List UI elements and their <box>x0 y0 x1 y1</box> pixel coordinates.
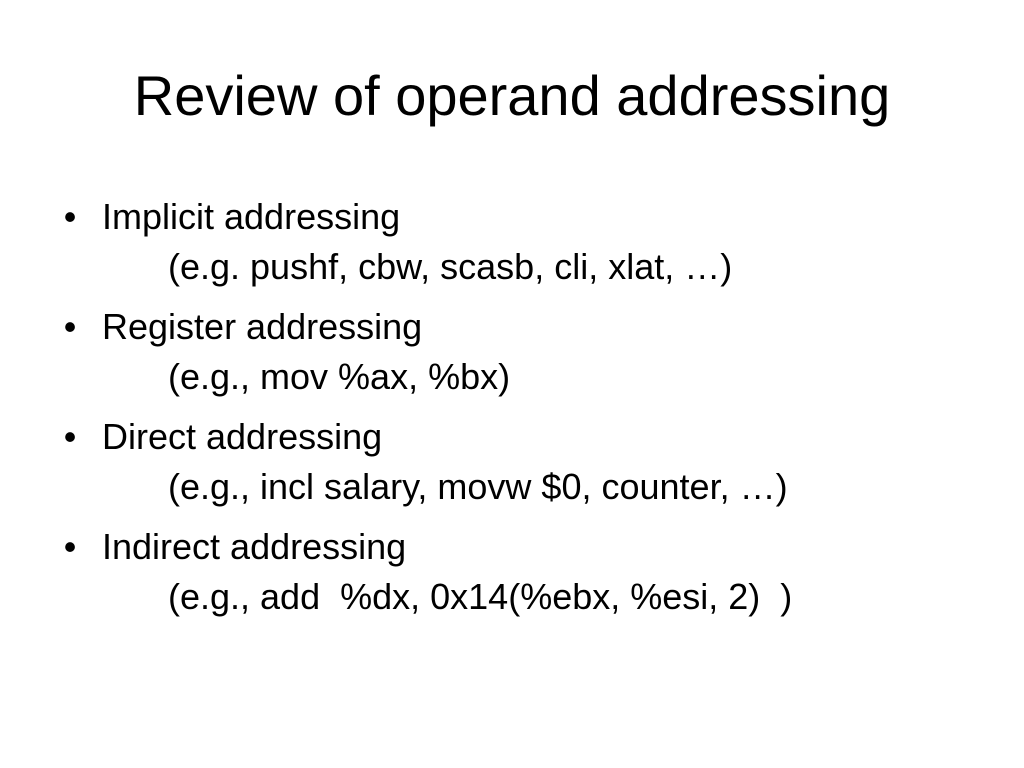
bullet-heading: Implicit addressing <box>102 196 401 237</box>
bullet-item-register: • Register addressing (e.g., mov %ax, %b… <box>60 302 990 402</box>
bullet-example: (e.g., add %dx, 0x14(%ebx, %esi, 2) ) <box>168 576 793 617</box>
bullet-item-indirect: • Indirect addressing (e.g., add %dx, 0x… <box>60 522 990 622</box>
slide-title: Review of operand addressing <box>133 64 891 127</box>
bullet-heading: Register addressing <box>102 306 423 347</box>
bullet-icon: • <box>63 416 77 457</box>
bullet-example: (e.g., incl salary, movw $0, counter, …) <box>168 466 788 507</box>
bullet-example: (e.g. pushf, cbw, scasb, cli, xlat, …) <box>168 246 733 287</box>
bullet-icon: • <box>63 526 77 567</box>
bullet-icon: • <box>63 306 77 347</box>
bullet-icon: • <box>63 196 77 237</box>
bullet-heading: Direct addressing <box>102 416 383 457</box>
bullet-item-implicit: • Implicit addressing (e.g. pushf, cbw, … <box>60 192 990 292</box>
bullet-heading: Indirect addressing <box>102 526 407 567</box>
bullet-example: (e.g., mov %ax, %bx) <box>168 356 511 397</box>
bullet-item-direct: • Direct addressing (e.g., incl salary, … <box>60 412 990 512</box>
bullet-list: • Implicit addressing (e.g. pushf, cbw, … <box>60 192 990 632</box>
